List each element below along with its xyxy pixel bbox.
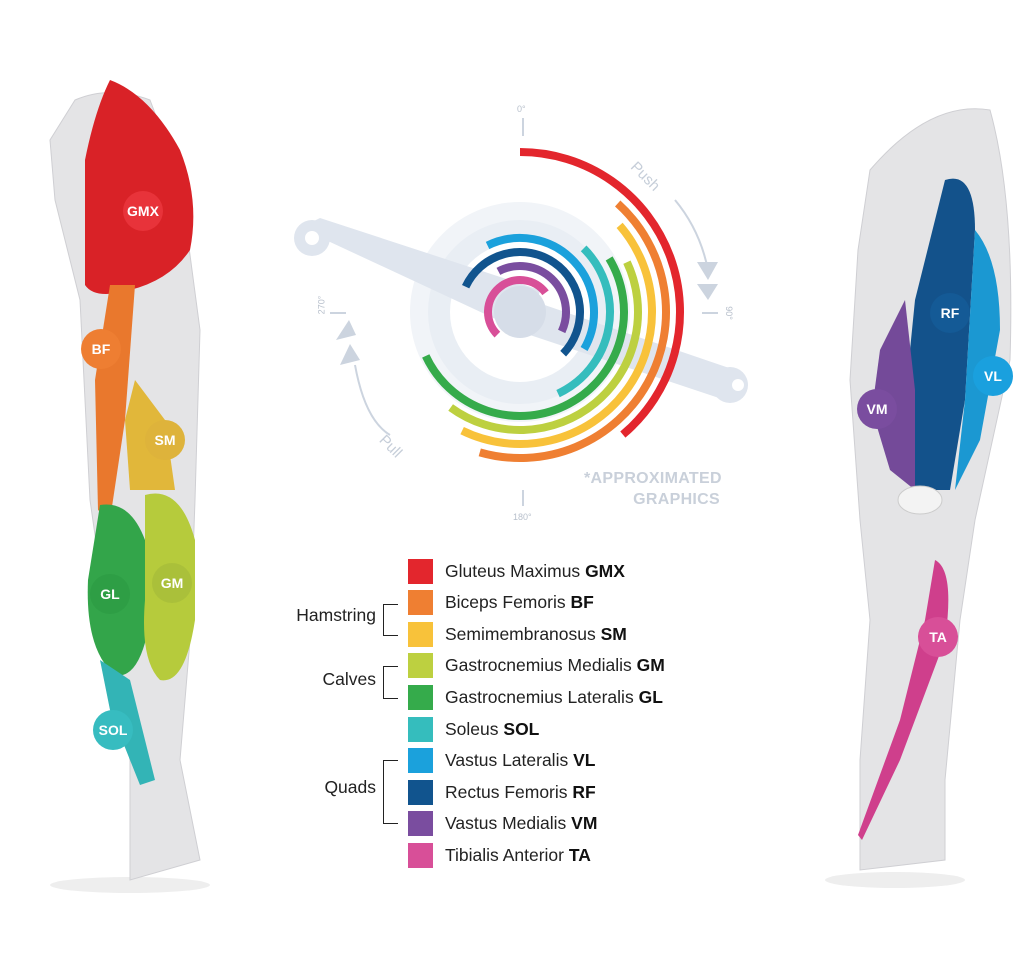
badge-vl: VL — [973, 356, 1013, 396]
color-swatch — [408, 590, 433, 616]
crankset-graphic — [294, 202, 748, 422]
color-swatch — [408, 558, 433, 584]
note-line-2: GRAPHICS — [633, 491, 720, 508]
legend-label: Gastrocnemius Lateralis GL — [445, 687, 663, 708]
front-leg-illustration — [825, 108, 1012, 888]
muscle-name: Semimembranosus — [445, 623, 596, 644]
legend-label: Rectus Femoris RF — [445, 782, 596, 803]
legend-item-bf: Biceps Femoris BF — [408, 589, 594, 617]
group-quads: Quads — [324, 777, 376, 797]
legend-item-vm: Vastus Medialis VM — [408, 810, 597, 838]
arc-sm — [460, 222, 656, 448]
badge-gmx: GMX — [123, 191, 163, 231]
legend-label: Gluteus Maximus GMX — [445, 561, 625, 582]
muscle-name: Vastus Lateralis — [445, 750, 569, 771]
legend-label: Vastus Lateralis VL — [445, 750, 595, 771]
color-swatch — [408, 811, 433, 837]
muscle-abbr: SOL — [503, 718, 540, 739]
muscle-abbr: VM — [571, 813, 598, 834]
muscle-abbr: VL — [573, 750, 596, 771]
arc-bf — [478, 200, 670, 462]
legend-item-vl: Vastus Lateralis VL — [408, 747, 595, 775]
bracket-calves — [383, 666, 398, 699]
arc-gm — [448, 260, 642, 434]
muscle-name: Biceps Femoris — [445, 592, 566, 613]
muscle-name: Gastrocnemius Medialis — [445, 655, 632, 676]
muscle-name: Vastus Medialis — [445, 813, 567, 834]
activation-arcs — [422, 148, 684, 462]
badge-gl: GL — [90, 574, 130, 614]
badge-gm: GM — [152, 563, 192, 603]
legend-item-ta: Tibialis Anterior TA — [408, 841, 591, 869]
legend-label: Biceps Femoris BF — [445, 592, 594, 613]
angle-label-90: 90° — [723, 306, 734, 320]
angle-label-0: 0° — [517, 104, 526, 114]
muscle-name: Gluteus Maximus — [445, 560, 581, 581]
muscle-abbr: BF — [570, 592, 594, 613]
legend-item-gl: Gastrocnemius Lateralis GL — [408, 683, 663, 711]
legend-label: Vastus Medialis VM — [445, 813, 597, 834]
color-swatch — [408, 621, 433, 647]
color-swatch — [408, 779, 433, 805]
badge-sm: SM — [145, 420, 185, 460]
approximated-note: *APPROXIMATED GRAPHICS — [584, 468, 722, 510]
badge-ta: TA — [918, 617, 958, 657]
group-hamstring: Hamstring — [296, 605, 376, 625]
muscle-abbr: GM — [636, 655, 665, 676]
bracket-quads — [383, 760, 398, 824]
badge-rf: RF — [930, 293, 970, 333]
arc-rf — [461, 248, 584, 357]
legend-label: Soleus SOL — [445, 719, 539, 740]
back-leg-illustration — [49, 80, 210, 893]
muscle-name: Gastrocnemius Lateralis — [445, 686, 634, 707]
note-line-1: *APPROXIMATED — [584, 470, 722, 487]
legend-item-gm: Gastrocnemius Medialis GM — [408, 652, 665, 680]
muscle-name: Tibialis Anterior — [445, 844, 564, 865]
angle-label-180: 180° — [513, 512, 532, 522]
arc-ta — [484, 276, 549, 338]
muscle-abbr: SM — [600, 623, 627, 644]
legend-label: Gastrocnemius Medialis GM — [445, 655, 665, 676]
color-swatch — [408, 653, 433, 679]
legend-item-gmx: Gluteus Maximus GMX — [408, 557, 625, 585]
muscle-abbr: TA — [568, 844, 591, 865]
arc-vl — [485, 234, 598, 351]
bracket-hamstring — [383, 604, 398, 636]
muscle-abbr: GL — [638, 686, 663, 707]
legend-item-rf: Rectus Femoris RF — [408, 778, 596, 806]
color-swatch — [408, 748, 433, 774]
color-swatch — [408, 842, 433, 868]
group-calves: Calves — [322, 669, 377, 689]
legend-label: Semimembranosus SM — [445, 624, 627, 645]
angle-label-270: 270° — [316, 295, 327, 315]
legend-item-sol: Soleus SOL — [408, 715, 539, 743]
arc-gmx — [519, 148, 684, 438]
muscle-abbr: RF — [572, 781, 596, 802]
muscle-name: Rectus Femoris — [445, 781, 568, 802]
color-swatch — [408, 684, 433, 710]
legend-item-sm: Semimembranosus SM — [408, 620, 627, 648]
badge-vm: VM — [857, 389, 897, 429]
arc-vm — [496, 262, 570, 334]
arc-gl — [422, 256, 628, 421]
badge-sol: SOL — [93, 710, 133, 750]
muscle-name: Soleus — [445, 718, 499, 739]
arc-sol — [556, 245, 614, 398]
direction-arrows — [336, 262, 718, 365]
muscle-abbr: GMX — [585, 560, 625, 581]
legend-label: Tibialis Anterior TA — [445, 845, 591, 866]
color-swatch — [408, 716, 433, 742]
badge-bf: BF — [81, 329, 121, 369]
